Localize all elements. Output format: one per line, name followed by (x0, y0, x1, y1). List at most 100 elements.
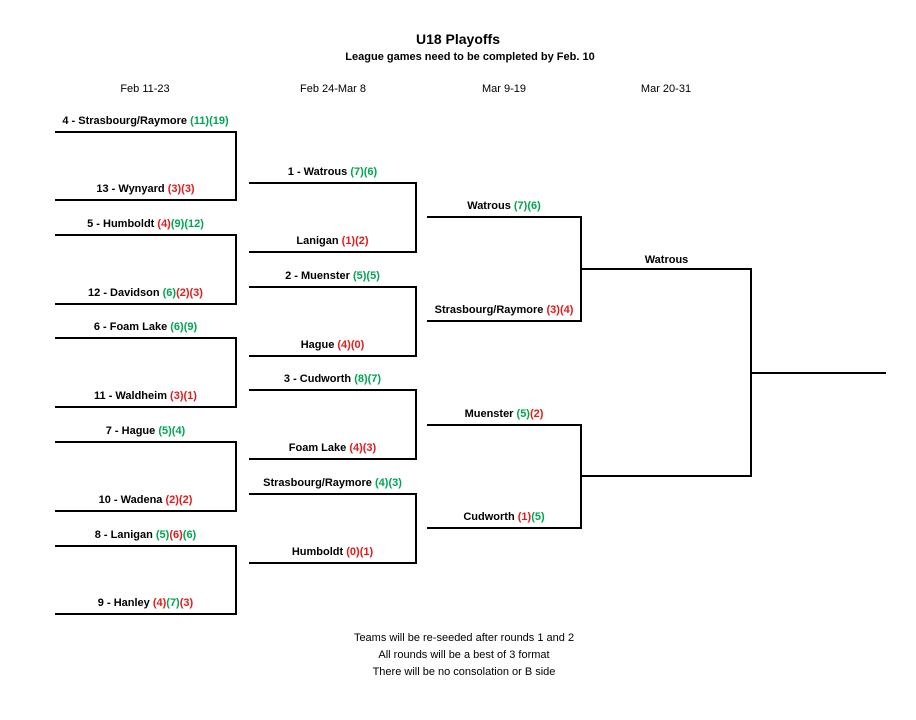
game-score: (1) (183, 390, 197, 402)
team-name: 2 - Muenster (285, 270, 353, 282)
game-score: (4) (349, 442, 363, 454)
team-name: 10 - Wadena (98, 494, 166, 506)
team-entry-r2-2: Lanigan (1)(2) (249, 234, 416, 248)
game-score: (6) (162, 287, 177, 299)
team-name: 1 - Watrous (287, 166, 351, 178)
team-entry-r2-4: Hague (4)(0) (249, 338, 416, 352)
round-header-4: Mar 20-31 (640, 83, 692, 95)
team-name: Watrous (644, 254, 689, 266)
game-score: (7) (513, 200, 528, 212)
team-entry-r3-1: Watrous (7)(6) (427, 199, 581, 213)
note-consolation: There will be no consolation or B side (372, 666, 556, 678)
team-entry-r4-1: Watrous (582, 253, 751, 267)
game-score: (4) (374, 477, 389, 489)
team-name: 9 - Hanley (97, 597, 153, 609)
game-score: (7) (367, 373, 382, 385)
team-name: 8 - Lanigan (94, 529, 156, 541)
team-entry-r2-1: 1 - Watrous (7)(6) (249, 165, 416, 179)
team-entry-r1-2: 13 - Wynyard (3)(3) (55, 182, 236, 196)
game-score: (4) (171, 425, 186, 437)
game-score: (4) (157, 218, 171, 230)
game-score: (2) (178, 494, 193, 506)
team-name: Strasbourg/Raymore (434, 304, 547, 316)
team-entry-r1-8: 10 - Wadena (2)(2) (55, 493, 236, 507)
team-name: Lanigan (296, 235, 342, 247)
game-score: (3) (546, 304, 560, 316)
game-score: (2) (176, 287, 190, 299)
game-score: (7) (166, 597, 180, 609)
team-name: 5 - Humboldt (87, 218, 158, 230)
note-format: All rounds will be a best of 3 format (378, 649, 550, 661)
round-header-2: Feb 24-Mar 8 (299, 83, 367, 95)
note-reseed: Teams will be re-seeded after rounds 1 a… (353, 632, 575, 644)
team-entry-r2-6: Foam Lake (4)(3) (249, 441, 416, 455)
page-subtitle: League games need to be completed by Feb… (345, 51, 595, 63)
game-score: (7) (350, 166, 364, 178)
team-name: 13 - Wynyard (96, 183, 168, 195)
team-entry-r1-6: 11 - Waldheim (3)(1) (55, 389, 236, 403)
team-entry-r2-5: 3 - Cudworth (8)(7) (249, 372, 416, 386)
team-entry-r1-5: 6 - Foam Lake (6)(9) (55, 320, 236, 334)
team-name: Watrous (467, 200, 514, 212)
team-name: 12 - Davidson (88, 287, 163, 299)
team-name: 11 - Waldheim (94, 390, 171, 402)
team-entry-r3-4: Cudworth (1)(5) (427, 510, 581, 524)
game-score: (5) (352, 270, 367, 282)
game-score: (3) (388, 477, 402, 489)
team-name: 7 - Hague (105, 425, 159, 437)
game-score: (6) (169, 529, 183, 541)
team-entry-r3-2: Strasbourg/Raymore (3)(4) (427, 303, 581, 317)
game-score: (4) (559, 304, 574, 316)
team-name: Strasbourg/Raymore (263, 477, 375, 489)
team-entry-r2-3: 2 - Muenster (5)(5) (249, 269, 416, 283)
team-entry-r1-1: 4 - Strasbourg/Raymore (11)(19) (55, 114, 236, 128)
team-entry-r1-7: 7 - Hague (5)(4) (55, 424, 236, 438)
game-score: (2) (355, 235, 369, 247)
team-entry-r2-7: Strasbourg/Raymore (4)(3) (249, 476, 416, 490)
game-score: (3) (170, 390, 184, 402)
team-name: Foam Lake (288, 442, 350, 454)
round-header-3: Mar 9-19 (481, 83, 527, 95)
game-score: (3) (179, 597, 194, 609)
game-score: (6) (182, 529, 197, 541)
game-score: (9) (183, 321, 198, 333)
game-score: (0) (346, 546, 360, 558)
game-score: (9) (170, 218, 185, 230)
game-score: (1) (517, 511, 532, 523)
game-score: (4) (337, 339, 351, 351)
round-header-1: Feb 11-23 (120, 83, 170, 95)
game-score: (6) (363, 166, 378, 178)
game-score: (5) (155, 529, 170, 541)
game-score: (6) (170, 321, 184, 333)
game-score: (5) (366, 270, 380, 282)
game-score: (8) (354, 373, 368, 385)
game-score: (5) (516, 408, 530, 420)
team-name: Cudworth (463, 511, 518, 523)
game-score: (3) (189, 287, 203, 299)
team-name: 4 - Strasbourg/Raymore (62, 115, 191, 127)
team-entry-r1-3: 5 - Humboldt (4)(9)(12) (55, 217, 236, 231)
team-name: 3 - Cudworth (283, 373, 355, 385)
game-score: (0) (350, 339, 365, 351)
team-entry-r1-4: 12 - Davidson (6)(2)(3) (55, 286, 236, 300)
game-score: (5) (158, 425, 172, 437)
team-name: 6 - Foam Lake (93, 321, 171, 333)
team-entry-r3-3: Muenster (5)(2) (427, 407, 581, 421)
game-score: (5) (531, 511, 545, 523)
game-score: (2) (529, 408, 544, 420)
team-name: Muenster (464, 408, 517, 420)
game-score: (19) (209, 115, 229, 127)
game-score: (4) (152, 597, 167, 609)
game-score: (12) (184, 218, 204, 230)
team-name: Humboldt (291, 546, 347, 558)
team-name: Hague (300, 339, 338, 351)
game-score: (3) (362, 442, 377, 454)
team-entry-r2-8: Humboldt (0)(1) (249, 545, 416, 559)
game-score: (3) (181, 183, 195, 195)
game-score: (6) (527, 200, 541, 212)
game-score: (1) (359, 546, 374, 558)
game-score: (1) (341, 235, 356, 247)
team-entry-r1-10: 9 - Hanley (4)(7)(3) (55, 596, 236, 610)
game-score: (3) (167, 183, 182, 195)
page-title: U18 Playoffs (415, 31, 501, 47)
